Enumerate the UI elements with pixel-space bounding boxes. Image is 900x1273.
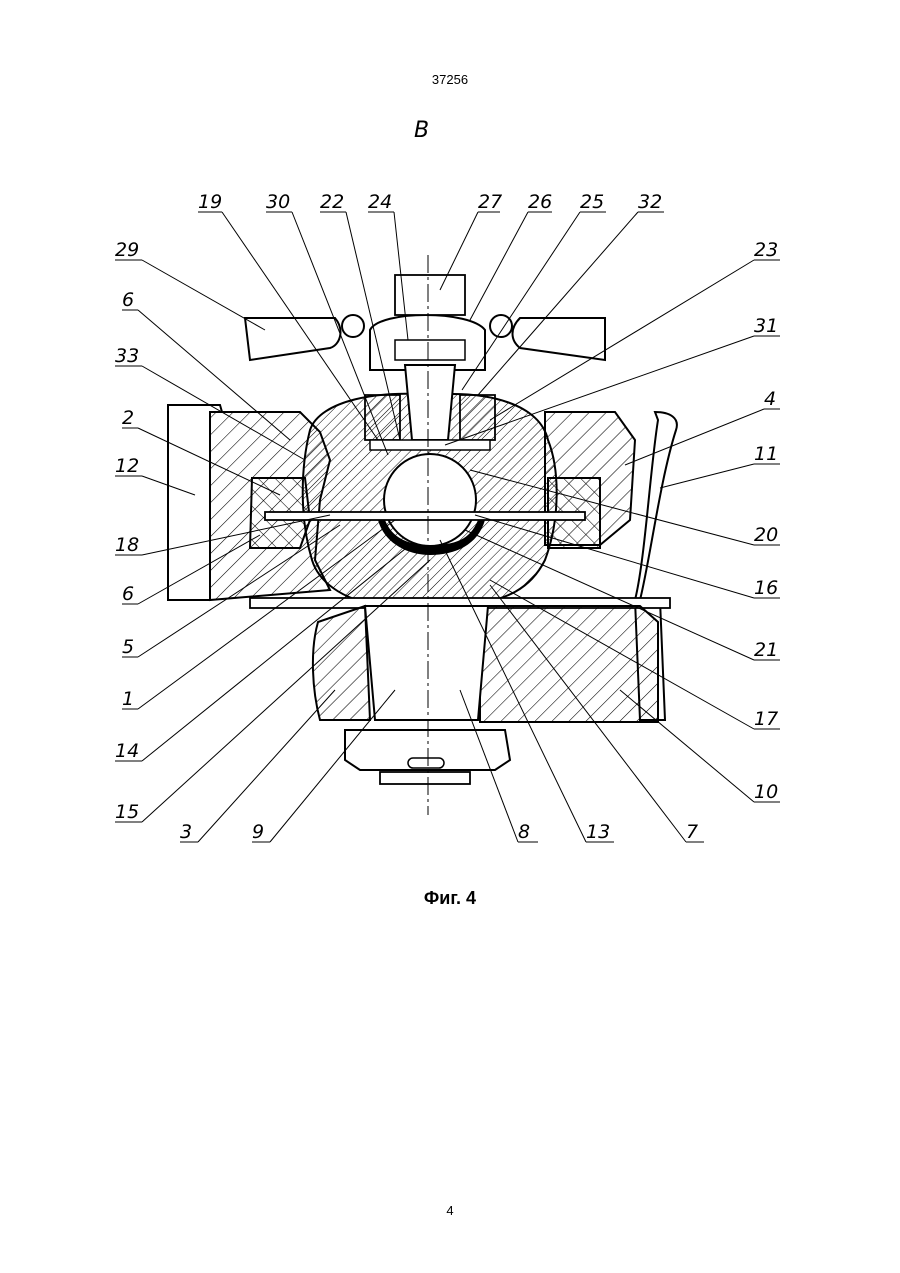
- callout-10: 10: [754, 781, 778, 803]
- callout-20: 20: [754, 524, 778, 546]
- view-label: B: [414, 118, 429, 143]
- stud: [365, 606, 488, 720]
- callout-18: 18: [115, 534, 139, 556]
- callout-30: 30: [266, 191, 290, 213]
- technical-drawing: B 19 30 22 24 27: [0, 0, 900, 880]
- callout-14: 14: [115, 740, 139, 762]
- callout-24: 24: [368, 191, 392, 213]
- figure-caption: Фиг. 4: [0, 888, 900, 909]
- callout-6b: 6: [122, 583, 134, 605]
- callout-11: 11: [754, 443, 778, 465]
- callout-22: 22: [320, 191, 344, 213]
- washer: [370, 440, 490, 450]
- clamp-ring-right: [490, 315, 512, 337]
- callout-12: 12: [115, 455, 139, 477]
- page-number: 4: [0, 1203, 900, 1218]
- neck: [405, 365, 455, 440]
- lower-body: [313, 606, 370, 720]
- callout-5: 5: [122, 636, 134, 658]
- callout-17: 17: [754, 708, 778, 730]
- upper-stem: [395, 275, 465, 315]
- callout-2: 2: [122, 407, 134, 429]
- callout-21: 21: [754, 639, 778, 661]
- callout-26: 26: [528, 191, 552, 213]
- callout-1: 1: [122, 688, 134, 710]
- callout-15: 15: [115, 801, 139, 823]
- ball-joint: [384, 454, 476, 546]
- callout-7: 7: [686, 821, 698, 843]
- callout-27: 27: [478, 191, 502, 213]
- callout-31: 31: [754, 315, 778, 337]
- clamp-ring-left: [342, 315, 364, 337]
- callout-9: 9: [252, 821, 264, 843]
- callout-16: 16: [754, 577, 778, 599]
- callout-3: 3: [180, 821, 192, 843]
- callout-33: 33: [115, 345, 139, 367]
- cap-insert: [395, 340, 465, 360]
- callout-13: 13: [586, 821, 610, 843]
- callout-4: 4: [764, 388, 776, 410]
- callout-8: 8: [518, 821, 530, 843]
- callout-23: 23: [754, 239, 778, 261]
- callout-25: 25: [580, 191, 604, 213]
- callout-29: 29: [115, 239, 139, 261]
- lower-body-right: [480, 606, 658, 722]
- callout-6a: 6: [122, 289, 134, 311]
- callout-32: 32: [638, 191, 662, 213]
- cotter-pin: [380, 772, 470, 784]
- callout-19: 19: [198, 191, 222, 213]
